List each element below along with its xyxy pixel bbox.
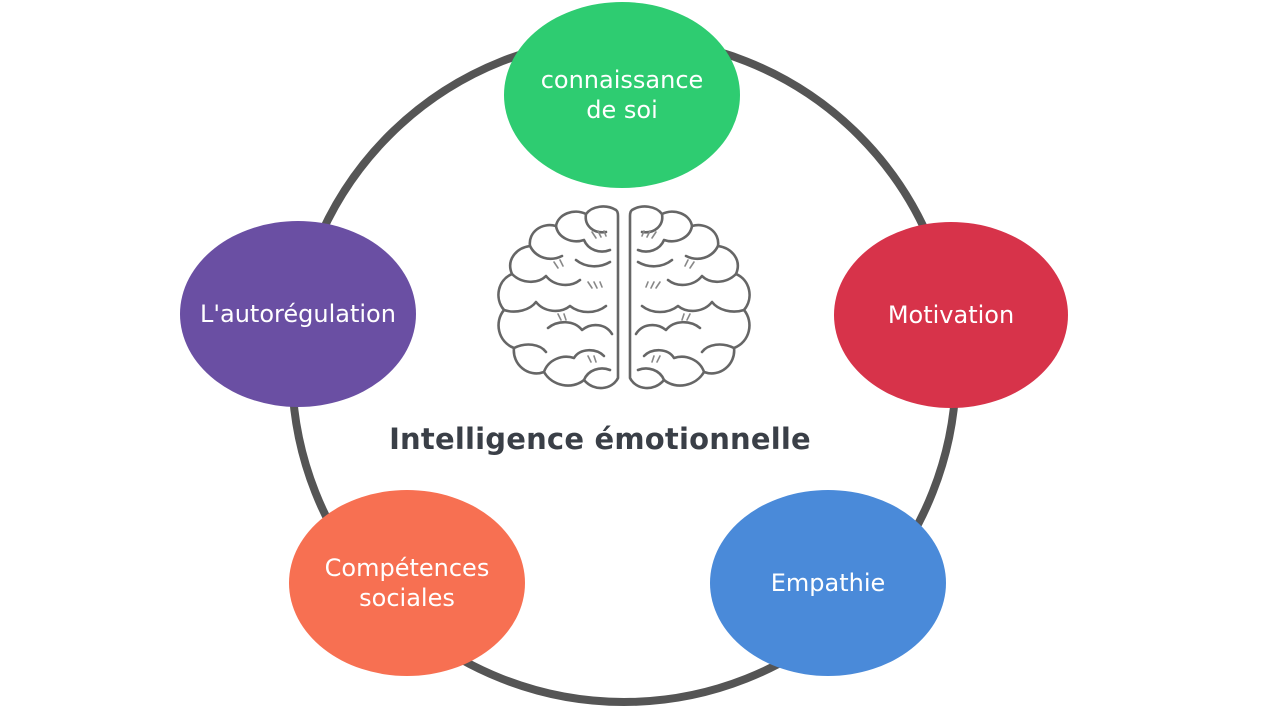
node-competences-sociales: Compétences sociales	[289, 490, 525, 676]
diagram-title: Intelligence émotionnelle	[389, 422, 811, 456]
brain-icon	[497, 205, 751, 390]
node-autoregulation: L'autorégulation	[180, 221, 416, 407]
node-empathie: Empathie	[710, 490, 946, 676]
node-connaissance-de-soi: connaissance de soi	[504, 2, 740, 188]
node-motivation: Motivation	[834, 222, 1068, 408]
